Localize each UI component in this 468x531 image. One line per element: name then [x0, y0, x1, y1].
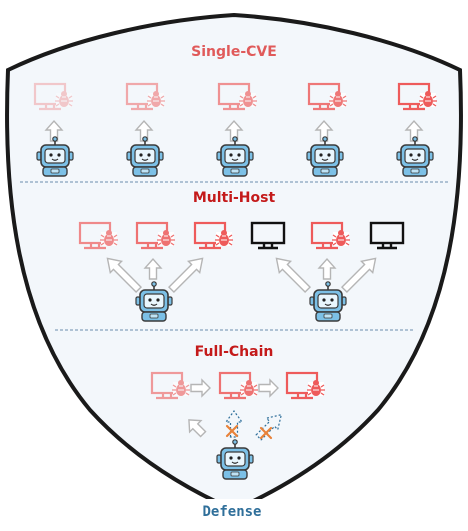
section-title-single-cve: Single-CVE — [191, 44, 277, 60]
section-title-multi-host: Multi-Host — [192, 190, 276, 206]
shield-outline — [5, 12, 463, 513]
section-title-full-chain: Full-Chain — [194, 344, 274, 360]
defense-label: Defense — [190, 499, 274, 525]
